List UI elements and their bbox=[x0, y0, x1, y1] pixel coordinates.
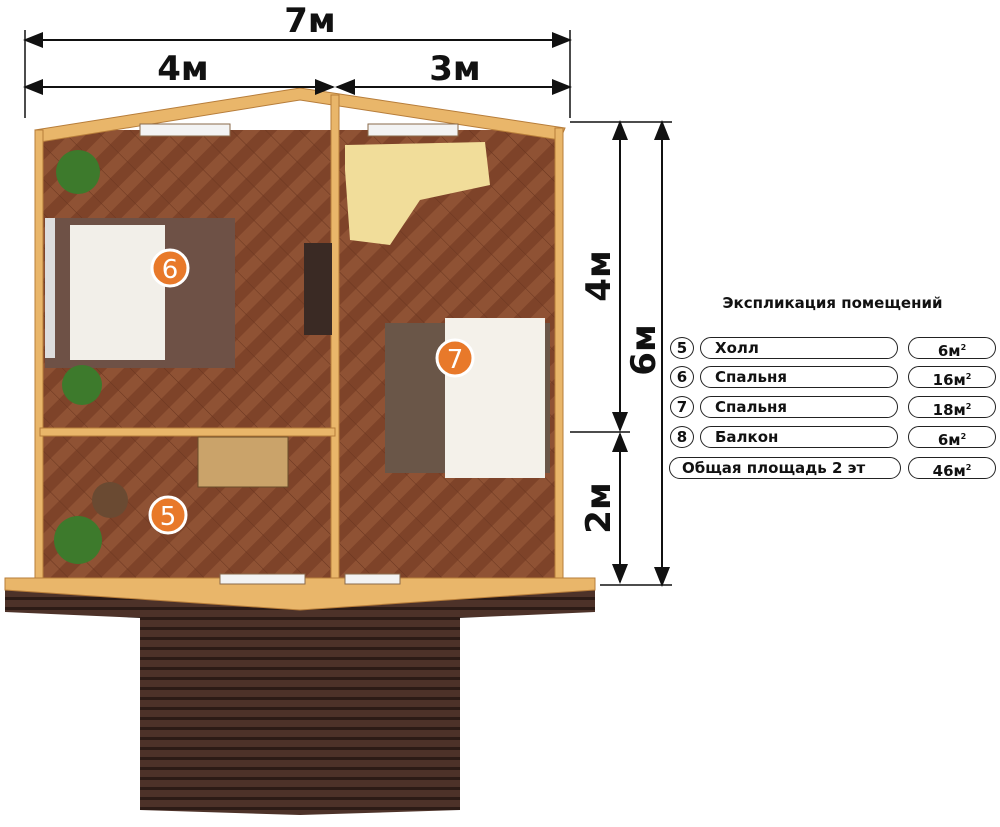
room-marker-7: 7 bbox=[435, 338, 475, 378]
legend-row-area: 18м2 bbox=[908, 396, 996, 419]
tv-stand bbox=[304, 243, 332, 335]
dim-lower-height: 2м bbox=[579, 482, 619, 533]
dim-left-width: 4м bbox=[157, 49, 208, 89]
legend-row-number: 6 bbox=[670, 366, 694, 388]
legend-row-name: Спальня bbox=[700, 396, 898, 418]
bed-right bbox=[385, 318, 550, 478]
legend-row-area: 6м2 bbox=[908, 426, 996, 449]
legend-title: Экспликация помещений bbox=[722, 294, 943, 312]
walls bbox=[4, 94, 596, 611]
plants bbox=[54, 150, 128, 564]
legend-row-number: 7 bbox=[670, 396, 694, 418]
foundation-column bbox=[140, 615, 460, 815]
legend-row-area: 16м2 bbox=[908, 366, 996, 389]
svg-text:5: 5 bbox=[160, 502, 177, 532]
legend-row-number: 8 bbox=[670, 426, 694, 448]
legend-row-area: 6м2 bbox=[908, 337, 996, 360]
legend-total-area: 46м2 bbox=[908, 457, 996, 480]
svg-text:6: 6 bbox=[162, 255, 179, 285]
stairs bbox=[197, 436, 289, 488]
legend-row-name: Балкон bbox=[700, 426, 898, 448]
legend-row-name: Спальня bbox=[700, 366, 898, 388]
legend-total-name: Общая площадь 2 эт bbox=[669, 457, 901, 479]
dimension-lines bbox=[23, 30, 672, 587]
bed-left bbox=[45, 218, 235, 368]
dim-right-width: 3м bbox=[429, 49, 480, 89]
svg-text:7: 7 bbox=[447, 345, 464, 375]
room-marker-6: 6 bbox=[150, 248, 190, 288]
legend-row-name: Холл bbox=[700, 337, 898, 359]
legend-row-number: 5 bbox=[670, 337, 694, 359]
room-marker-5: 5 bbox=[148, 495, 188, 535]
windows bbox=[139, 123, 459, 585]
desk bbox=[345, 142, 490, 245]
dim-total-height: 6м bbox=[624, 324, 664, 375]
dim-upper-height: 4м bbox=[579, 250, 619, 301]
dim-total-width: 7м bbox=[284, 1, 335, 41]
